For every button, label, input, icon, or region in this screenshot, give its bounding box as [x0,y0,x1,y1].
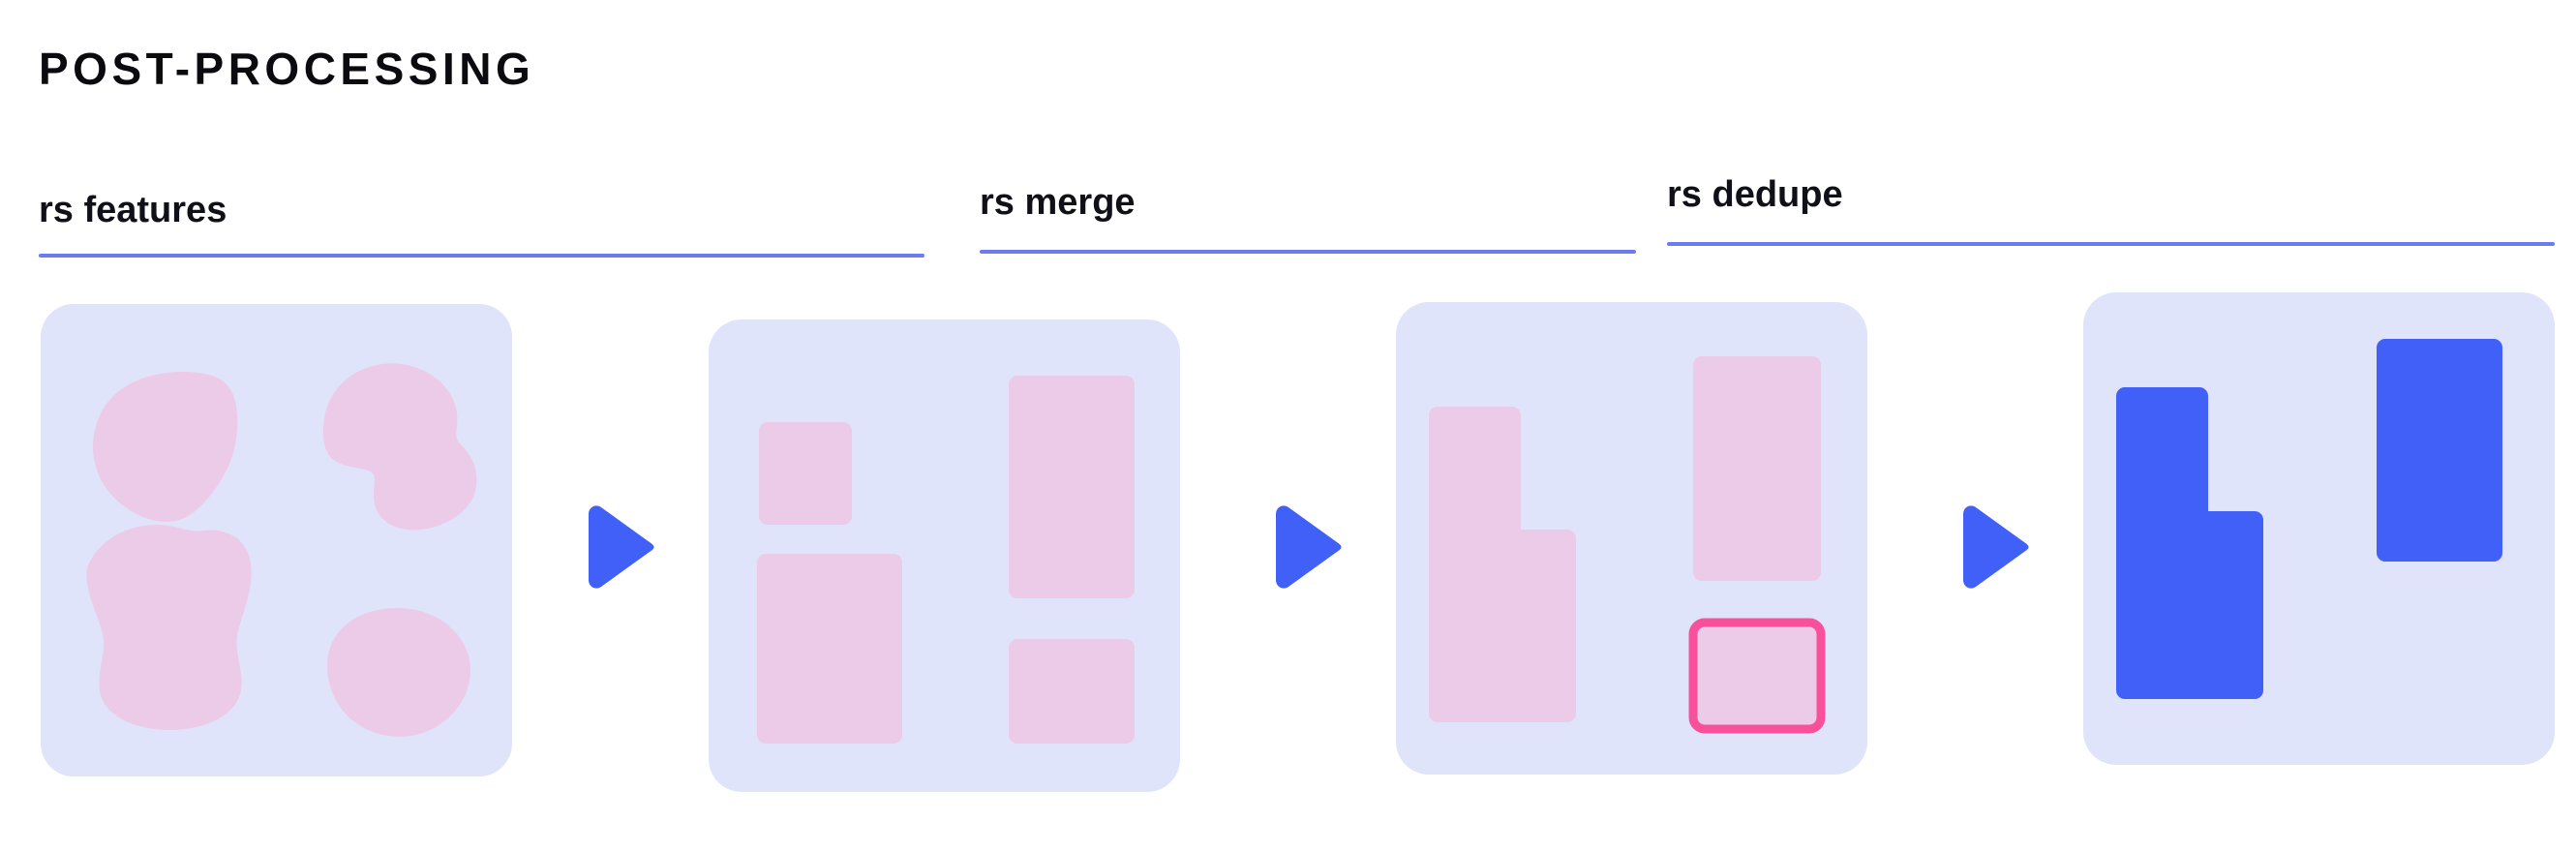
feature-blob-bottom-left [86,525,252,730]
result-l-shape [2116,387,2263,699]
result-shapes [2083,292,2555,765]
features-shapes [41,304,512,776]
stage-label-dedupe: rs dedupe [1667,174,1843,215]
stage-rule-dedupe [1667,242,2555,246]
stage-label-merge: rs merge [980,182,1136,223]
bbox-tall-top-right [1009,376,1135,598]
arrow-dedupe-to-result [1955,505,2031,589]
dedupe-shapes [1396,302,1867,775]
bbox-small-bottom-right [1009,639,1135,744]
feature-blob-top-left [92,371,238,522]
bbox-tall-top-right [1693,356,1821,581]
stage-label-features: rs features [39,190,227,230]
merged-l-shape [1429,407,1576,722]
stage-rule-merge [980,250,1636,254]
bbox-small-top-left [759,422,852,525]
panel-features [41,304,512,776]
panel-result [2083,292,2555,765]
feature-blob-bottom-right [327,607,471,737]
bbox-large-bottom-left [757,554,902,744]
page-title: POST-PROCESSING [39,44,535,94]
arrow-features-to-merge [581,505,656,589]
panel-dedupe [1396,302,1867,775]
panel-merge [709,320,1180,792]
merge-shapes [709,320,1180,792]
stage-rule-features [39,254,924,258]
arrow-merge-to-dedupe [1268,505,1344,589]
result-tall-box [2377,339,2502,562]
duplicate-box-flagged [1688,618,1826,734]
feature-blob-top-right [322,363,477,531]
